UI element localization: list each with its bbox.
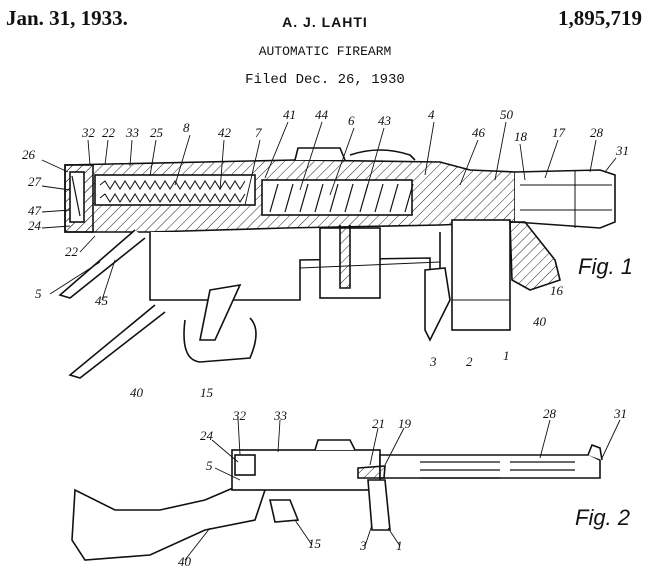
- ref-numeral: 46: [472, 125, 486, 140]
- patent-title: AUTOMATIC FIREARM: [258, 44, 392, 59]
- stock-tang-upper: [58, 229, 146, 299]
- feed-rod: [339, 225, 351, 289]
- ref-numeral: 26: [22, 147, 36, 162]
- ref-numeral: 28: [543, 406, 557, 421]
- ref-numeral: 5: [206, 458, 213, 473]
- front-block: [509, 221, 561, 291]
- rear-sight: [294, 147, 346, 161]
- patent-number: 1,895,719: [558, 6, 642, 30]
- fig2-exterior-view: [71, 439, 603, 561]
- ref-numeral: 6: [348, 113, 355, 128]
- ref-numeral: 16: [550, 283, 564, 298]
- ref-numeral: 28: [590, 125, 604, 140]
- front-sight: [587, 443, 603, 461]
- ref-numeral: 40: [130, 385, 144, 400]
- cartridge-stop: [424, 267, 451, 342]
- ref-numeral: 1: [503, 348, 510, 363]
- ref-numeral: 41: [283, 107, 296, 122]
- ref-numeral: 18: [514, 129, 528, 144]
- ref-numeral: 32: [81, 125, 96, 140]
- ref-numeral: 31: [613, 406, 627, 421]
- ref-numeral: 25: [150, 125, 164, 140]
- ref-numeral: 47: [28, 203, 42, 218]
- fig1-reference-numerals: 26 32 22 33 25 8 42 7 41 44 6 43 4 46 50…: [22, 107, 629, 400]
- magazine: [367, 479, 391, 531]
- barrel: [514, 169, 616, 229]
- ref-numeral: 24: [200, 428, 214, 443]
- ref-numeral: 32: [232, 408, 247, 423]
- trigger-guard: [183, 317, 257, 363]
- ref-numeral: 22: [65, 244, 79, 259]
- ref-numeral: 31: [615, 143, 629, 158]
- ref-numeral: 17: [552, 125, 566, 140]
- fig1-label: Fig. 1: [578, 254, 633, 279]
- ref-numeral: 3: [359, 538, 367, 553]
- ref-numeral: 50: [500, 107, 514, 122]
- stock: [71, 484, 267, 561]
- patent-date: Jan. 31, 1933.: [6, 6, 128, 30]
- filing-date: Filed Dec. 26, 1930: [245, 72, 405, 88]
- ref-numeral: 15: [200, 385, 214, 400]
- ref-numeral: 4: [428, 107, 435, 122]
- ref-numeral: 44: [315, 107, 329, 122]
- trigger: [199, 283, 242, 341]
- ref-numeral: 24: [28, 218, 42, 233]
- trigger-guard: [268, 499, 300, 523]
- ref-numeral: 42: [218, 125, 232, 140]
- fig1-section-view: [58, 147, 616, 379]
- ref-numeral: 15: [308, 536, 322, 551]
- ref-numeral: 33: [125, 125, 140, 140]
- ref-numeral: 5: [35, 286, 42, 301]
- ref-numeral: 8: [183, 120, 190, 135]
- ref-numeral: 43: [378, 113, 392, 128]
- ref-numeral: 33: [273, 408, 288, 423]
- bolt-spring: [269, 183, 414, 213]
- ref-numeral: 27: [28, 174, 42, 189]
- ref-numeral: 2: [466, 354, 473, 369]
- barrel-jacket: [379, 454, 601, 479]
- rear-sight: [314, 439, 356, 451]
- ref-numeral: 40: [533, 314, 547, 329]
- ref-numeral: 40: [178, 554, 192, 569]
- recoil-spring: [99, 180, 246, 203]
- trigger-frame: [149, 232, 441, 301]
- magazine: [451, 219, 511, 331]
- ref-numeral: 3: [429, 354, 437, 369]
- ref-numeral: 7: [255, 125, 262, 140]
- ref-numeral: 21: [372, 416, 385, 431]
- ref-numeral: 19: [398, 416, 412, 431]
- bolt-chamber: [261, 179, 413, 216]
- ref-numeral: 45: [95, 293, 109, 308]
- fig2-label: Fig. 2: [575, 505, 630, 530]
- ref-numeral: 22: [102, 125, 116, 140]
- leader-lines: [41, 121, 621, 561]
- inventor-name: A. J. LAHTI: [282, 14, 368, 30]
- stock-tang-lower: [68, 304, 166, 379]
